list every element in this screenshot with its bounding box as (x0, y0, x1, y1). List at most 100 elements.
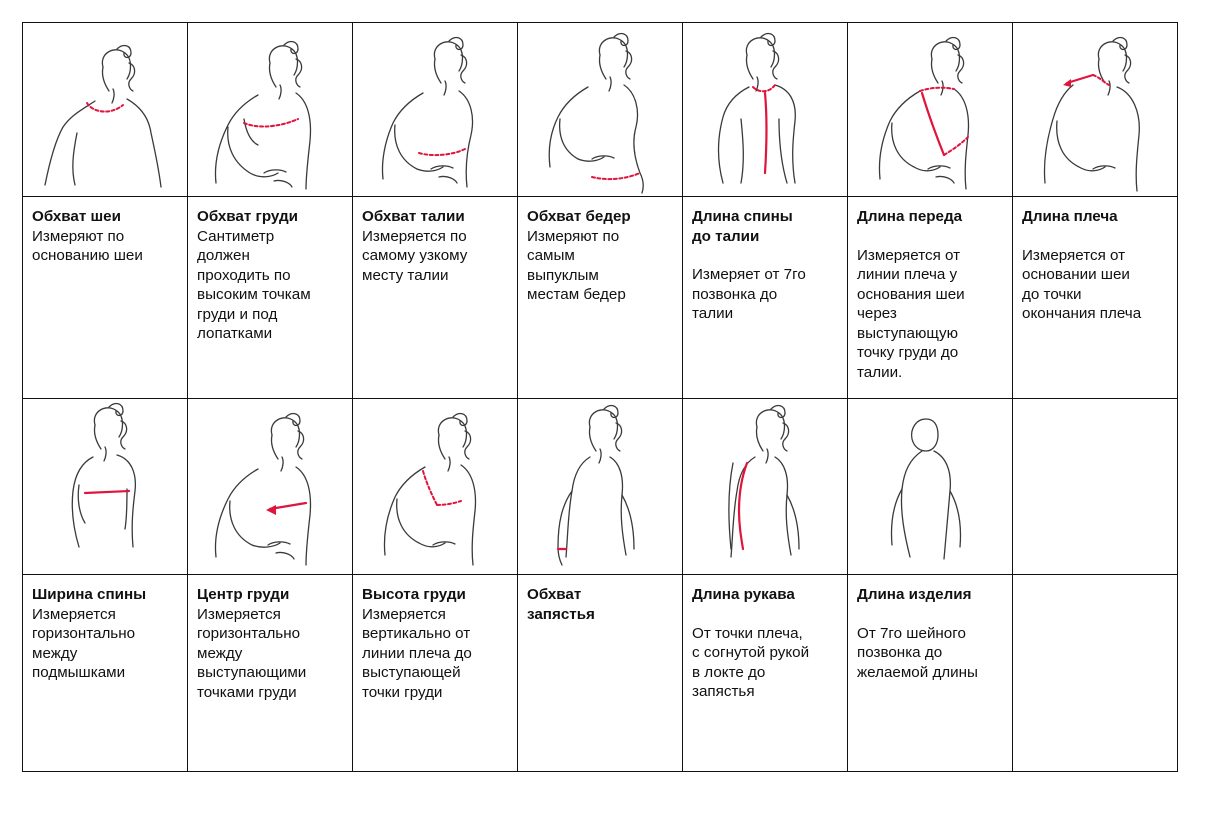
back-width-figure-icon (71, 402, 137, 548)
description-line: должен (197, 247, 250, 264)
description-line: Измеряют по (527, 227, 620, 245)
illustration-cell (22, 398, 188, 575)
back-length-figure-icon (717, 32, 796, 184)
description-line: между (197, 644, 243, 662)
description-line: с согнутой рукой (692, 644, 810, 661)
description-line: талии. (857, 363, 903, 381)
illustration-cell (682, 22, 848, 197)
illustration-cell (352, 22, 518, 197)
neck-figure-icon (44, 44, 162, 188)
illustration-cell (1012, 398, 1178, 575)
description-line: проходить по (197, 266, 291, 284)
illustration-cell (22, 22, 188, 197)
description-line: Измеряется по (362, 227, 467, 245)
description-line: груди и под (197, 305, 278, 323)
description-line: самым (527, 247, 575, 264)
measurement-description: Сантиметр должен проходить по высоким точка… (197, 227, 344, 344)
measurement-description: Измеряется горизонтально между выступающими… (197, 605, 344, 703)
description-line: Измеряют по (32, 227, 125, 245)
measurement-title: Высота груди (362, 586, 466, 603)
description-line: горизонтально (32, 625, 136, 642)
measurement-description: От 7го шейного позвонка до желаемой длины (857, 624, 1004, 683)
description-line: Измеряется (197, 605, 281, 623)
illustration-cell (352, 398, 518, 575)
description-line: самому узкому (362, 247, 468, 264)
illustration-cell (517, 22, 683, 197)
description-line: месту талии (362, 266, 449, 284)
measurement-title: Длина переда (857, 208, 963, 225)
description-line: высоким точкам (197, 286, 311, 303)
waist-figure-icon (381, 36, 474, 188)
description-line: желаемой длины (857, 663, 978, 681)
hips-figure-icon (548, 32, 644, 194)
measurement-title: Обхват груди (197, 208, 298, 225)
description-line: основания шеи (857, 285, 965, 303)
description-line: в локте до (692, 663, 766, 681)
description-line: выступающей (362, 664, 461, 681)
measurement-description: Измеряется по самому узкому месту талии (362, 227, 509, 286)
illustration-row (22, 398, 1178, 575)
sleeve-length-figure-icon (728, 404, 800, 558)
description-line: позвонка до (692, 285, 778, 303)
measurement-title: Обхват бедер (527, 208, 631, 225)
front-length-figure-icon (878, 36, 970, 190)
description-line: до точки (1022, 285, 1082, 303)
description-line: Измеряется (32, 605, 116, 623)
illustration-cell (517, 398, 683, 575)
measurement-description: Измеряется горизонтально между подмышками (32, 605, 179, 683)
description-line: запястья (692, 683, 755, 700)
description-line: основании шеи (1022, 266, 1130, 283)
illustration-cell (187, 22, 353, 197)
description-line: линии плеча у (857, 266, 958, 283)
description-line: линии плеча до (362, 644, 472, 662)
description-line: точку груди до (857, 344, 959, 361)
description-line: окончания плеча (1022, 305, 1142, 322)
description-line: выступающую (857, 324, 959, 342)
description-line: точками груди (197, 683, 297, 701)
description-line: выпуклым (527, 266, 599, 284)
illustration-cell (682, 398, 848, 575)
bust-height-figure-icon (383, 412, 477, 566)
description-line: Измеряется от (857, 246, 961, 264)
description-line: между (32, 644, 78, 662)
description-line: выступающими (197, 664, 307, 681)
wrist-figure-icon (556, 404, 635, 566)
measurement-title: Центр груди (197, 586, 290, 603)
measurement-title: Обхват талии (362, 208, 465, 225)
description-line: позвонка до (857, 644, 943, 661)
shoulder-figure-icon (1043, 36, 1140, 192)
description-line: точки груди (362, 683, 443, 701)
measurement-cell (1012, 574, 1178, 772)
description-line: Измеряется (362, 605, 446, 623)
measurement-description: От точки плеча, с согнутой рукой в локте д… (692, 624, 839, 702)
illustration-cell (847, 398, 1013, 575)
description-line: Сантиметр (197, 227, 275, 245)
illustration-cell (187, 398, 353, 575)
description-line: От 7го шейного (857, 624, 966, 642)
description-line: подмышками (32, 664, 126, 681)
description-line: От точки плеча, (692, 624, 803, 642)
description-line: горизонтально (197, 625, 301, 642)
